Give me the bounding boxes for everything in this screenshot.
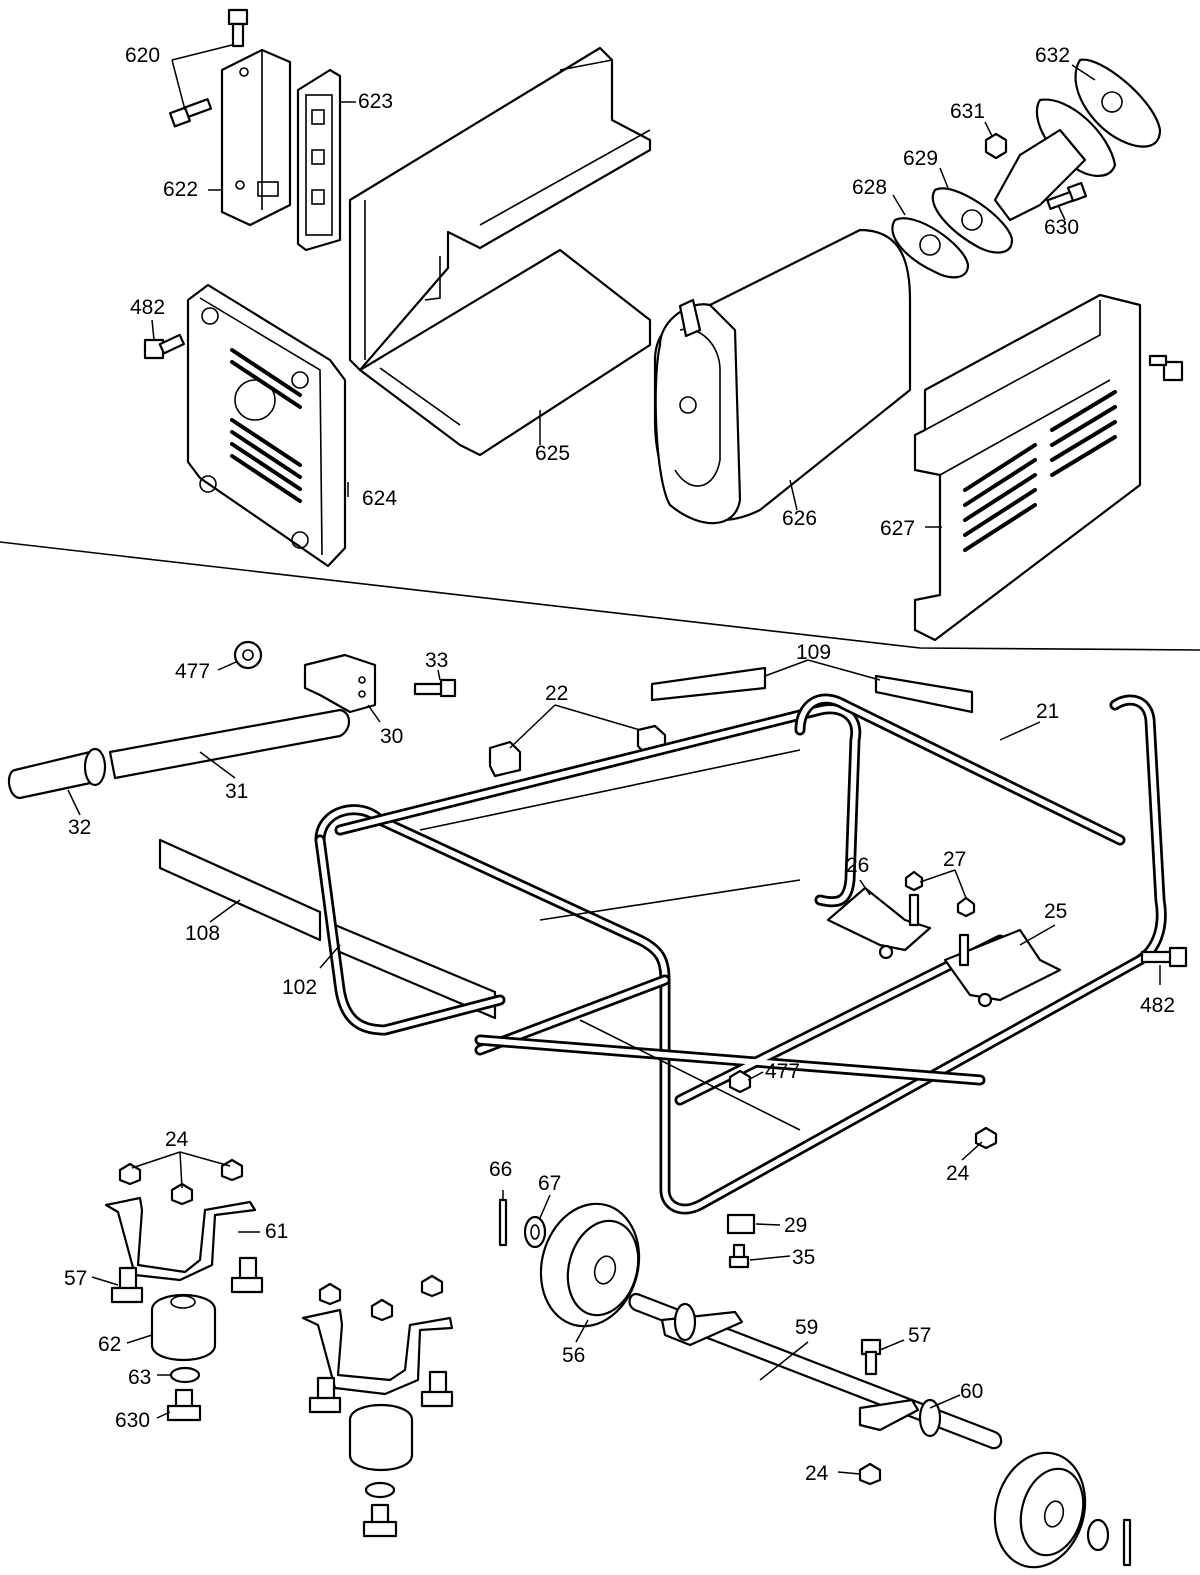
callout-27: 27 xyxy=(943,848,966,871)
part-30-bracket xyxy=(303,653,377,714)
part-61-mount-bracket-second xyxy=(301,1274,454,1538)
part-exhaust-pipe xyxy=(993,98,1117,222)
part-57-bolt-axle xyxy=(860,1338,882,1376)
callout-67: 67 xyxy=(538,1172,561,1195)
part-629-gasket xyxy=(931,187,1014,254)
part-109-label xyxy=(650,666,974,714)
part-108-label xyxy=(158,838,322,942)
part-630-bolt xyxy=(1046,181,1088,210)
callout-62: 62 xyxy=(98,1333,121,1356)
callout-631: 631 xyxy=(950,100,985,123)
callout-labels: 620 623 622 632 631 629 628 630 482 625 … xyxy=(64,44,1175,1485)
callout-22: 22 xyxy=(545,682,568,705)
part-31-handle-tube xyxy=(108,708,351,780)
callout-25: 25 xyxy=(1044,900,1067,923)
callout-624: 624 xyxy=(362,487,397,510)
callout-29: 29 xyxy=(784,1214,807,1237)
callout-629: 629 xyxy=(903,147,938,170)
callout-625: 625 xyxy=(535,442,570,465)
part-477-nut xyxy=(233,640,263,670)
part-620-bolt-side xyxy=(168,98,213,128)
part-482-bolt-side xyxy=(1148,354,1184,382)
part-620-bolt xyxy=(227,8,249,48)
callout-482-right: 482 xyxy=(1140,994,1175,1017)
callout-26: 26 xyxy=(846,854,869,877)
callout-477-lower: 477 xyxy=(765,1060,800,1083)
part-29-spacer xyxy=(726,1213,756,1235)
part-622-bracket xyxy=(220,48,292,227)
part-60-collar xyxy=(918,1398,942,1438)
callout-620: 620 xyxy=(125,44,160,67)
callout-622: 622 xyxy=(163,178,198,201)
callout-623: 623 xyxy=(358,90,393,113)
part-61-mount-bracket xyxy=(104,1158,257,1282)
part-482-bolt xyxy=(143,333,185,360)
part-33-bolt xyxy=(413,678,457,698)
callout-626: 626 xyxy=(782,507,817,530)
part-624-cover-panel xyxy=(186,283,347,568)
callout-628: 628 xyxy=(852,176,887,199)
part-626-muffler xyxy=(653,228,912,525)
callout-102: 102 xyxy=(282,976,317,999)
callout-630: 630 xyxy=(1044,216,1079,239)
callout-109: 109 xyxy=(796,641,831,664)
callout-24-right: 24 xyxy=(946,1162,970,1185)
part-631-nut xyxy=(984,132,1008,160)
callout-108: 108 xyxy=(185,922,220,945)
callout-56: 56 xyxy=(562,1344,585,1367)
part-623-gasket xyxy=(296,68,342,252)
part-27-nut xyxy=(904,870,976,918)
callout-632: 632 xyxy=(1035,44,1070,67)
part-630-bolt-lower xyxy=(166,1388,202,1422)
part-59-axle xyxy=(628,1292,1003,1450)
part-57-bolt xyxy=(110,1256,264,1304)
part-21-frame xyxy=(314,693,1167,1215)
part-25-engine-mount xyxy=(943,928,1062,1008)
callout-24-axle: 24 xyxy=(805,1462,829,1485)
part-56-wheel-second xyxy=(993,1451,1132,1569)
callout-66: 66 xyxy=(489,1158,512,1181)
callout-30: 30 xyxy=(380,725,403,748)
callout-482: 482 xyxy=(130,296,165,319)
callout-627: 627 xyxy=(880,517,915,540)
section-divider-line xyxy=(0,541,1200,651)
callout-57-right: 57 xyxy=(908,1324,931,1347)
part-67-washer xyxy=(523,1215,547,1249)
part-628-gasket xyxy=(891,217,970,279)
part-482-bolt-right xyxy=(1140,946,1188,968)
part-625-shield xyxy=(348,46,652,457)
callout-61: 61 xyxy=(265,1220,288,1243)
callout-24-left: 24 xyxy=(165,1128,189,1151)
callout-477: 477 xyxy=(175,660,210,683)
callout-35: 35 xyxy=(792,1246,815,1269)
callout-57-left: 57 xyxy=(64,1267,87,1290)
callout-32: 32 xyxy=(68,816,91,839)
part-62-rubber-mount xyxy=(150,1294,217,1361)
part-35-bolt xyxy=(728,1243,750,1269)
part-66-cotter-pin xyxy=(498,1198,508,1247)
leader-lines xyxy=(67,44,1161,1475)
callout-21: 21 xyxy=(1036,700,1059,723)
part-477-nut-lower xyxy=(728,1069,752,1094)
callout-59: 59 xyxy=(795,1316,818,1339)
callout-63: 63 xyxy=(128,1366,151,1389)
part-627-side-panel xyxy=(913,293,1142,642)
part-632-gasket xyxy=(1074,58,1162,148)
callout-630-lower: 630 xyxy=(115,1409,150,1432)
part-63-washer xyxy=(169,1366,201,1384)
part-24-nut-axle xyxy=(858,1462,882,1486)
callout-33: 33 xyxy=(425,649,448,672)
part-32-handle-grip xyxy=(7,747,107,800)
callout-60: 60 xyxy=(960,1380,983,1403)
part-56-wheel xyxy=(539,1202,641,1328)
callout-31: 31 xyxy=(225,780,248,803)
